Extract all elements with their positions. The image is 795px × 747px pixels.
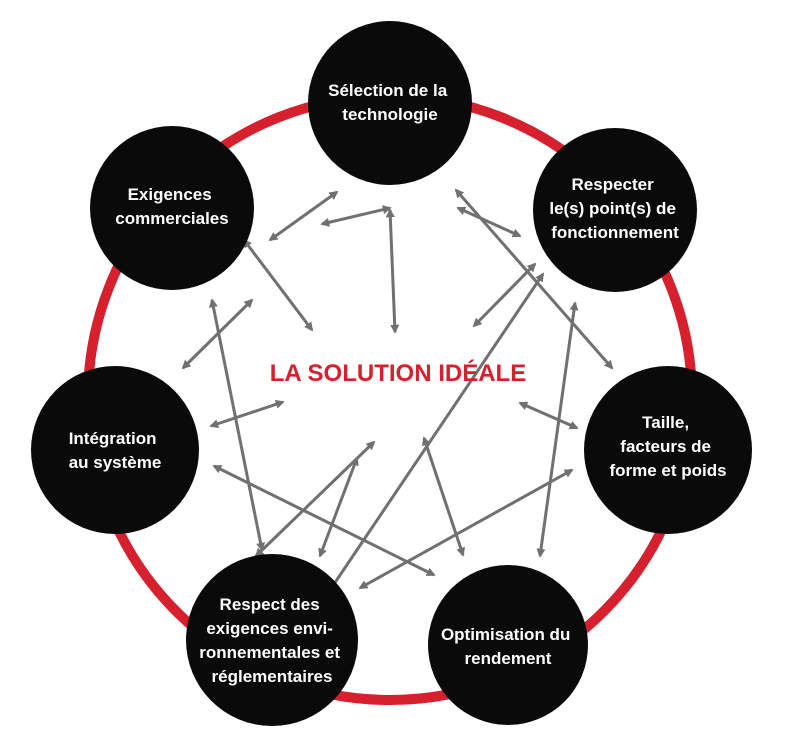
double-arrow-9 [518, 401, 579, 430]
node-technologie: Sélection de la technologie [308, 21, 472, 185]
node-commerciales: Exigences commerciales [90, 126, 254, 290]
double-arrow-15 [254, 440, 376, 558]
double-arrow-6 [472, 262, 537, 328]
node-integration-label: Intégration au système [69, 429, 162, 472]
double-arrow-17 [208, 298, 266, 552]
double-arrow-11 [422, 436, 465, 557]
double-arrow-3 [385, 208, 400, 334]
center-title: LA SOLUTION IDÉALE [270, 359, 526, 387]
double-arrow-1 [268, 190, 339, 242]
double-arrow-14 [209, 400, 285, 428]
node-commerciales-label: Exigences commerciales [115, 185, 228, 228]
double-arrow-8 [536, 301, 579, 558]
node-technologie-label: Sélection de la technologie [328, 81, 452, 124]
node-layer: Sélection de la technologie Respecter le… [31, 21, 752, 726]
double-arrow-10 [358, 468, 574, 590]
double-arrow-7 [328, 272, 545, 592]
node-points-fonctionnement: Respecter le(s) point(s) de fonctionneme… [533, 128, 697, 292]
node-rendement-label: Optimisation du rendement [441, 625, 575, 668]
double-arrow-2 [320, 205, 392, 227]
arrow-network [181, 188, 614, 592]
node-environnement: Respect des exigences envi- ronnementale… [186, 554, 358, 726]
node-integration: Intégration au système [31, 366, 199, 534]
double-arrow-5 [456, 206, 522, 238]
node-environnement-label: Respect des exigences envi- ronnementale… [199, 595, 345, 686]
node-taille: Taille, facteurs de forme et poids [584, 366, 752, 534]
node-rendement: Optimisation du rendement [428, 565, 588, 725]
double-arrow-12 [318, 456, 359, 558]
node-points-fonctionnement-label: Respecter le(s) point(s) de fonctionneme… [549, 175, 680, 242]
node-taille-label: Taille, facteurs de forme et poids [609, 413, 726, 480]
double-arrow-18 [242, 238, 314, 332]
